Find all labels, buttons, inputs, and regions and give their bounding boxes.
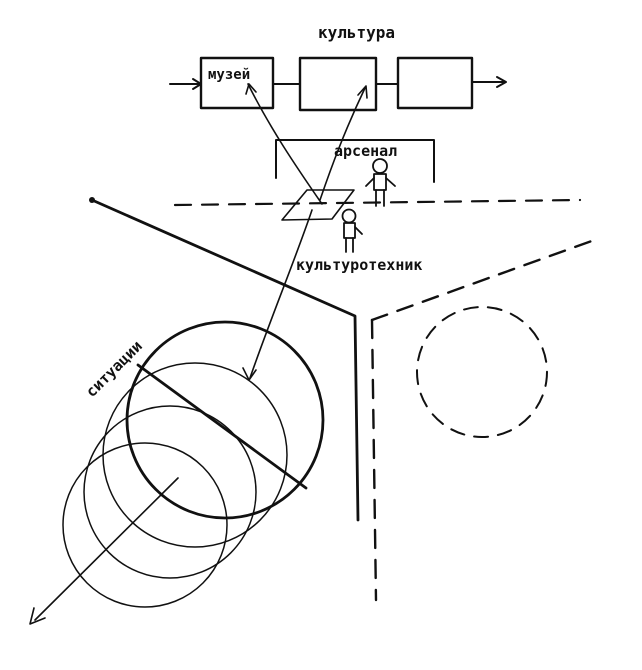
platform-to-situation-arrow — [249, 209, 313, 379]
situations-label: ситуации — [82, 337, 146, 401]
situation-exit-arrowhead — [29, 607, 46, 625]
arsenal-label: арсенал — [334, 142, 397, 160]
right-dashed-boundary — [370, 236, 602, 322]
museum-arrowhead — [245, 83, 257, 95]
culture-label: культура — [318, 23, 395, 42]
situation-stack — [62, 320, 325, 608]
middle-box-arrowhead — [357, 85, 368, 99]
arsenal-platform — [281, 189, 355, 221]
boundary-start-dot — [89, 197, 95, 203]
middle-box-link-line — [319, 87, 366, 201]
dashed-circle — [416, 306, 548, 438]
upper-dashed-boundary — [173, 198, 582, 207]
person-arsenal-icon — [365, 158, 396, 207]
culture-process-chain — [169, 56, 507, 112]
situation-circle-3 — [83, 405, 257, 579]
middle-box — [298, 56, 378, 112]
museum-box — [199, 56, 275, 110]
situation-circle-2 — [102, 362, 288, 548]
situation-circle-main — [125, 320, 325, 520]
culturotechnician-label: культуротехник — [296, 256, 422, 274]
person-culturotechnician-icon — [341, 208, 363, 253]
museum-label: музей — [208, 67, 250, 83]
situation-divider — [136, 363, 308, 490]
situation-circle-4 — [62, 442, 228, 608]
third-box — [396, 56, 474, 110]
arsenal-bracket — [275, 139, 435, 183]
chain-output-arrowhead — [496, 76, 507, 88]
situation-exit-arrow — [34, 477, 179, 621]
museum-to-arsenal-line — [247, 83, 323, 205]
solid-boundary — [90, 198, 360, 522]
vertical-dashed-boundary — [370, 318, 378, 602]
